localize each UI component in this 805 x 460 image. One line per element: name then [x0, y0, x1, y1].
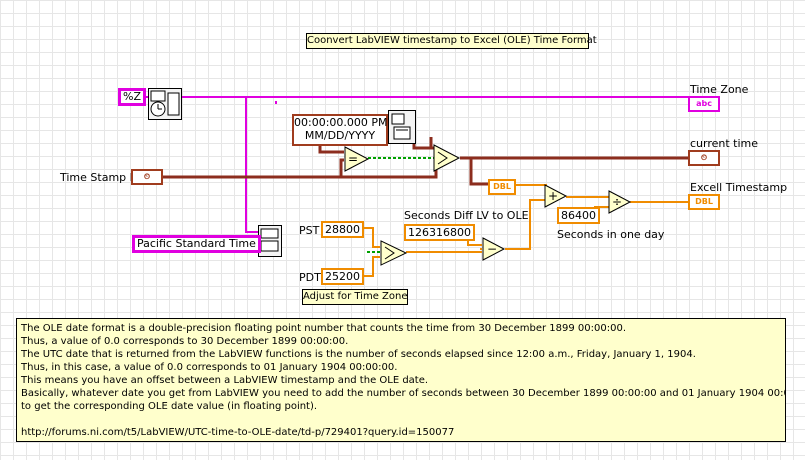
current-time-terminal[interactable]: ⏲: [688, 150, 720, 166]
divide-node[interactable]: ÷: [608, 190, 632, 217]
pst-label: PST: [299, 224, 320, 237]
seconds-diff-constant[interactable]: 126316800: [404, 224, 475, 241]
add-node[interactable]: +: [544, 184, 568, 211]
time-format-line1: 00:00:00.000 PM: [294, 116, 388, 129]
calendar-clock-icon: [150, 90, 180, 117]
pdt-label: PDT: [299, 271, 321, 284]
string-compare-icon: [260, 228, 279, 252]
seconds-day-constant[interactable]: 86400: [557, 207, 600, 224]
pst-constant[interactable]: 28800: [321, 221, 364, 238]
note-line: to get the corresponding OLE date value …: [21, 401, 318, 412]
equal-triangle-icon: =: [344, 146, 370, 172]
time-zone-terminal[interactable]: abc: [688, 96, 720, 112]
excel-timestamp-terminal[interactable]: DBL: [688, 194, 720, 210]
add-triangle-icon: +: [544, 184, 568, 208]
time-format-constant[interactable]: 00:00:00.000 PM MM/DD/YYYY: [292, 114, 388, 146]
current-time-label: current time: [690, 137, 759, 150]
time-stamp-in-label: Time Stamp In: [60, 171, 140, 184]
excel-timestamp-label: Excell Timestamp: [690, 181, 788, 194]
seconds-diff-label: Seconds Diff LV to OLE: [404, 209, 529, 222]
timezone-constant[interactable]: Pacific Standard Time: [132, 235, 261, 253]
diagram-title: Coonvert LabVIEW timestamp to Excel (OLE…: [306, 33, 597, 49]
format-string-constant[interactable]: %Z: [118, 88, 146, 106]
note-line: Basically, whatever date you get from La…: [21, 388, 786, 399]
string-compare-node[interactable]: [258, 225, 282, 257]
select-icon: [433, 144, 461, 172]
note-line: The OLE date format is a double-precisio…: [21, 323, 626, 334]
timestamp-icon: ⏲: [700, 153, 708, 162]
subtract-triangle-icon: −: [482, 237, 506, 261]
note-line: This means you have an offset between a …: [21, 375, 429, 386]
svg-text:=: =: [348, 152, 358, 166]
ole-explanation-note: The OLE date format is a double-precisio…: [16, 318, 786, 442]
to-double-node[interactable]: DBL: [488, 179, 516, 195]
equal-comparison-node[interactable]: =: [344, 146, 370, 175]
pdt-constant[interactable]: 25200: [321, 268, 364, 285]
note-link[interactable]: http://forums.ni.com/t5/LabVIEW/UTC-time…: [21, 427, 455, 438]
time-format-line2: MM/DD/YYYY: [304, 129, 376, 142]
note-line: Thus, in this case, a value of 0.0 corre…: [21, 362, 398, 373]
note-line: The UTC date that is returned from the L…: [21, 349, 696, 360]
string-type-label: abc: [696, 99, 712, 108]
subtract-node[interactable]: −: [482, 237, 506, 264]
note-line: Thus, a value of 0.0 corresponds to 30 D…: [21, 336, 349, 347]
clock-icon: [391, 113, 411, 140]
time-zone-label: Time Zone: [690, 83, 749, 96]
adjust-timezone-label: Adjust for Time Zone: [302, 289, 408, 305]
svg-text:+: +: [548, 189, 558, 203]
seconds-day-label: Seconds in one day: [557, 228, 665, 241]
divide-triangle-icon: ÷: [608, 190, 632, 214]
get-datetime-node[interactable]: [388, 110, 416, 144]
format-datetime-node[interactable]: [148, 88, 182, 120]
time-stamp-in-terminal[interactable]: ⏲: [131, 169, 163, 185]
select-time-node[interactable]: [433, 144, 461, 175]
dbl-conversion-label: DBL: [493, 182, 511, 191]
svg-text:÷: ÷: [612, 195, 622, 209]
wire-format-branch: [245, 97, 258, 233]
timestamp-icon: ⏲: [143, 172, 151, 181]
svg-text:−: −: [487, 242, 497, 256]
dbl-type-label: DBL: [695, 197, 713, 206]
note-line: [21, 413, 781, 426]
select-icon: [380, 240, 408, 266]
select-timezone-node[interactable]: [380, 240, 408, 269]
